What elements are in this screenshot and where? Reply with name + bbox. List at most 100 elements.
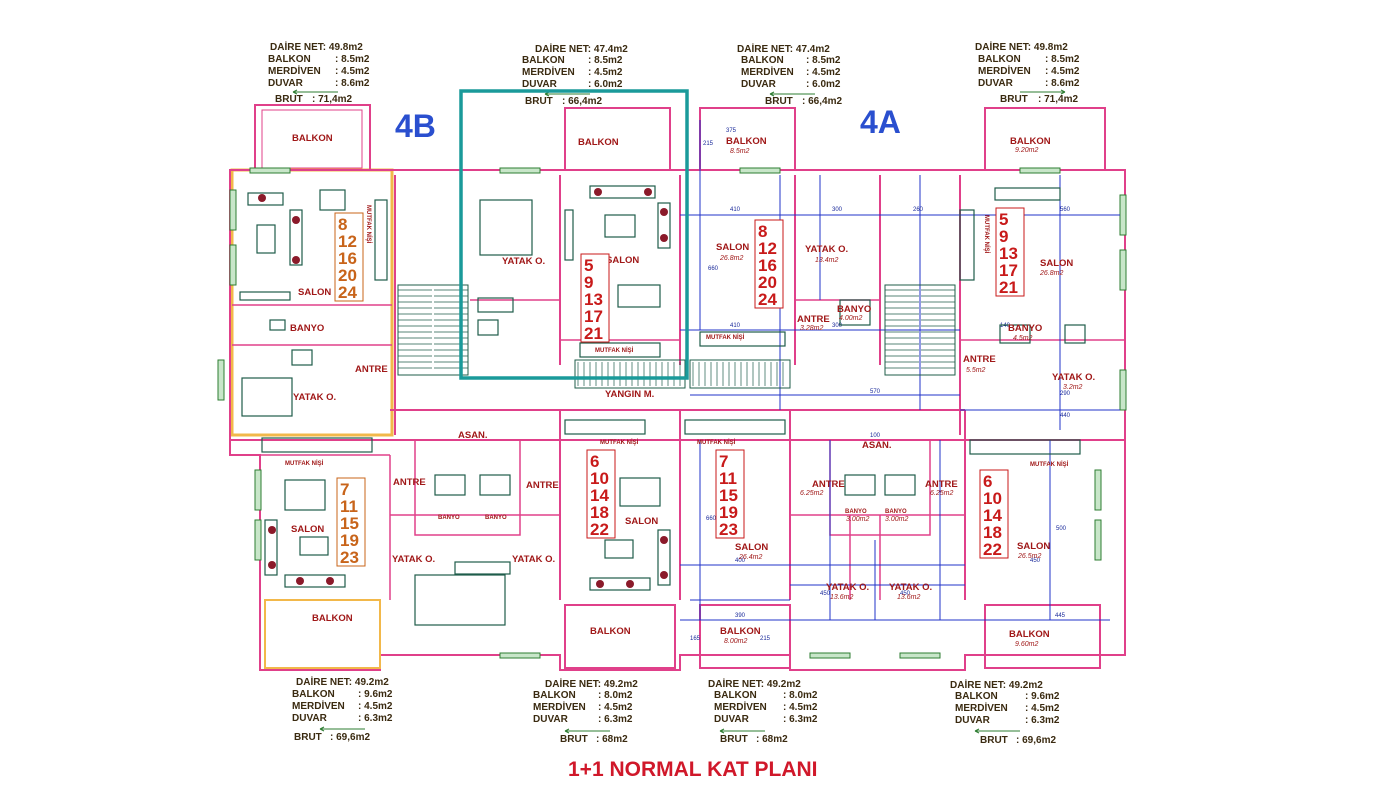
merdiven-area: : 4.5m2 bbox=[1025, 703, 1060, 714]
balkon-area: : 9.6m2 bbox=[358, 689, 393, 700]
brut-area: : 71,4m2 bbox=[312, 94, 352, 105]
label-balkon: BALKON bbox=[292, 689, 335, 700]
area-balkon: 9.60m2 bbox=[1015, 641, 1038, 648]
unit-stats-bottom-3: DAİRE NET: 49.2m2 BALKON : 8.0m2 MERDİVE… bbox=[708, 677, 818, 745]
label-merdiven: MERDİVEN bbox=[741, 65, 794, 78]
label-balkon: BALKON bbox=[714, 690, 757, 701]
brut-area: : 71,4m2 bbox=[1038, 94, 1078, 105]
room-yatak: YATAK O. bbox=[293, 392, 336, 403]
floor-stacks: 8 12 16 20 24 5 9 13 17 21 8 12 16 20 24… bbox=[334, 207, 1025, 567]
block-label-4b: 4B bbox=[395, 108, 436, 144]
merdiven-area: : 4.5m2 bbox=[588, 67, 623, 78]
floor-number: 14 bbox=[983, 506, 1002, 525]
duvar-area: : 8.6m2 bbox=[335, 78, 370, 89]
room-banyo: BANYO bbox=[885, 509, 907, 515]
room-asan: ASAN. bbox=[862, 440, 892, 451]
label-balkon: BALKON bbox=[268, 54, 311, 65]
floor-number: 9 bbox=[999, 227, 1008, 246]
area-balkon: 8.5m2 bbox=[730, 148, 750, 155]
dim-label: 500 bbox=[1056, 526, 1067, 532]
area-banyo: 4.5m2 bbox=[1013, 335, 1033, 342]
floor-number: 6 bbox=[590, 452, 599, 471]
dim-label: 560 bbox=[1060, 207, 1071, 213]
unit-stats-top-1: DAİRE NET: 49.8m2 BALKON : 8.5m2 MERDİVE… bbox=[268, 40, 370, 105]
room-mutfak-nisi: MUTFAK NİŞİ bbox=[595, 347, 634, 354]
area-yatak: 13.6m2 bbox=[897, 594, 920, 601]
floor-number: 5 bbox=[584, 256, 593, 275]
furniture-accents bbox=[258, 188, 668, 588]
room-yatak: YATAK O. bbox=[889, 582, 932, 593]
floor-number: 20 bbox=[758, 273, 777, 292]
dim-label: 375 bbox=[726, 128, 737, 134]
block-label-4a: 4A bbox=[860, 104, 901, 140]
floor-number: 6 bbox=[983, 472, 992, 491]
floor-number: 7 bbox=[340, 480, 349, 499]
floor-number: 11 bbox=[719, 469, 737, 488]
room-salon: SALON bbox=[298, 287, 331, 298]
room-salon: SALON bbox=[1040, 258, 1073, 269]
floor-number: 16 bbox=[758, 256, 777, 275]
label-daire-net: DAİRE NET: bbox=[545, 677, 601, 690]
floor-number: 10 bbox=[590, 469, 609, 488]
room-balkon: BALKON bbox=[590, 626, 631, 637]
unit-highlight-box[interactable] bbox=[459, 89, 689, 380]
dim-label: 570 bbox=[870, 389, 881, 395]
merdiven-area: : 4.5m2 bbox=[1045, 66, 1080, 77]
area-salon: 26.5m2 bbox=[1017, 553, 1041, 560]
room-salon: SALON bbox=[1017, 541, 1050, 552]
room-salon: SALON bbox=[291, 524, 324, 535]
dimension-lines bbox=[680, 120, 1120, 621]
label-balkon: BALKON bbox=[741, 55, 784, 66]
net-area: 49.2m2 bbox=[355, 677, 389, 688]
floor-number: 23 bbox=[340, 548, 359, 567]
merdiven-area: : 4.5m2 bbox=[598, 702, 633, 713]
floor-number: 5 bbox=[999, 210, 1008, 229]
floor-number: 21 bbox=[999, 278, 1018, 297]
label-brut: BRUT bbox=[1000, 94, 1028, 105]
floor-number: 24 bbox=[338, 283, 357, 302]
dim-label: 450 bbox=[900, 591, 911, 597]
area-antre: 5.5m2 bbox=[966, 367, 986, 374]
label-duvar: DUVAR bbox=[955, 715, 991, 726]
dim-label: 660 bbox=[708, 266, 719, 272]
floor-number: 18 bbox=[590, 503, 609, 522]
room-mutfak-nisi: MUTFAK NİŞİ bbox=[600, 439, 639, 446]
room-salon: SALON bbox=[606, 255, 639, 266]
room-balkon: BALKON bbox=[720, 626, 761, 637]
net-area: 49.2m2 bbox=[1009, 680, 1043, 691]
dim-label: 260 bbox=[913, 207, 924, 213]
dim-label: 445 bbox=[1055, 613, 1066, 619]
area-antre: 6.25m2 bbox=[930, 490, 953, 497]
floor-number: 19 bbox=[719, 503, 738, 522]
room-mutfak-nisi-vertical: MUTFAK NİŞİ bbox=[983, 215, 990, 254]
area-yatak: 13.6m2 bbox=[830, 594, 853, 601]
floor-number: 9 bbox=[584, 273, 593, 292]
floor-number: 15 bbox=[719, 486, 738, 505]
floor-number: 14 bbox=[590, 486, 609, 505]
merdiven-area: : 4.5m2 bbox=[358, 701, 393, 712]
balkon-area: : 9.6m2 bbox=[1025, 691, 1060, 702]
room-antre: ANTRE bbox=[393, 477, 426, 488]
room-yatak: YATAK O. bbox=[805, 244, 848, 255]
label-duvar: DUVAR bbox=[978, 78, 1014, 89]
label-duvar: DUVAR bbox=[522, 79, 558, 90]
room-balkon: BALKON bbox=[312, 613, 353, 624]
furniture bbox=[239, 185, 1086, 626]
room-banyo: BANYO bbox=[485, 515, 507, 521]
area-salon: 26.8m2 bbox=[1039, 270, 1063, 277]
brut-area: : 68m2 bbox=[756, 734, 788, 745]
label-merdiven: MERDİVEN bbox=[978, 64, 1031, 77]
svg-text:DAİRE NET: 47.4m2: DAİRE NET: 47.4m2 bbox=[737, 42, 830, 55]
area-yatak: 13.4m2 bbox=[815, 257, 838, 264]
unit-stats-bottom-1: DAİRE NET: 49.2m2 BALKON : 9.6m2 MERDİVE… bbox=[292, 675, 393, 743]
room-antre: ANTRE bbox=[812, 479, 845, 490]
room-balkon: BALKON bbox=[292, 133, 333, 144]
room-mutfak-nisi-vertical: MUTFAK NİŞİ bbox=[365, 205, 372, 244]
label-duvar: DUVAR bbox=[268, 78, 304, 89]
floor-number: 17 bbox=[584, 307, 603, 326]
room-asan: ASAN. bbox=[458, 430, 488, 441]
balkon-area: : 8.5m2 bbox=[335, 54, 370, 65]
area-salon: 26.4m2 bbox=[738, 554, 762, 561]
floor-number: 19 bbox=[340, 531, 359, 550]
brut-area: : 68m2 bbox=[596, 734, 628, 745]
